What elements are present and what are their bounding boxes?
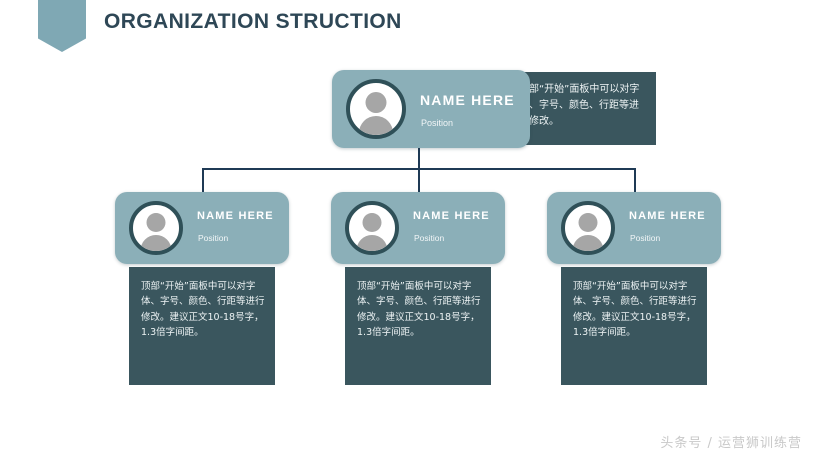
child-1-position-label: Position bbox=[198, 233, 229, 243]
child-3-name-label: NAME HERE bbox=[629, 210, 706, 222]
person-avatar-icon bbox=[561, 201, 615, 255]
child-2-description-text: 顶部“开始”面板中可以对字体、字号、颜色、行距等进行修改。建议正文10-18号字… bbox=[357, 281, 481, 339]
avatar-head-shape bbox=[365, 92, 387, 113]
connector-root-vertical bbox=[418, 145, 420, 169]
avatar-head-shape bbox=[578, 213, 598, 232]
connector-child-3-vertical bbox=[634, 168, 636, 193]
footer-watermark: 头条号 / 运营狮训练营 bbox=[660, 436, 802, 451]
child-3-description-text: 顶部“开始”面板中可以对字体、字号、颜色、行距等进行修改。建议正文10-18号字… bbox=[573, 281, 697, 339]
avatar-body-shape bbox=[140, 235, 172, 251]
person-avatar-icon bbox=[129, 201, 183, 255]
connector-child-2-vertical bbox=[418, 168, 420, 193]
root-position-label: Position bbox=[421, 118, 454, 128]
person-avatar-icon bbox=[346, 79, 406, 139]
child-1-description-text: 顶部“开始”面板中可以对字体、字号、颜色、行距等进行修改。建议正文10-18号字… bbox=[141, 281, 265, 339]
avatar-head-shape bbox=[146, 213, 166, 232]
avatar-head-shape bbox=[362, 213, 382, 232]
page-title: ORGANIZATION STRUCTION bbox=[104, 10, 402, 33]
avatar-body-shape bbox=[572, 235, 604, 251]
person-avatar-icon bbox=[345, 201, 399, 255]
root-description-panel: 顶部“开始”面板中可以对字体、字号、颜色、行距等进行修改。 bbox=[505, 72, 656, 145]
child-2-name-label: NAME HERE bbox=[413, 210, 490, 222]
child-3-position-label: Position bbox=[630, 233, 661, 243]
avatar-body-shape bbox=[356, 235, 388, 251]
org-node-child-1[interactable]: NAME HERE Position bbox=[115, 192, 289, 264]
root-name-label: NAME HERE bbox=[420, 92, 515, 108]
title-banner-shape bbox=[38, 0, 86, 52]
connector-child-1-vertical bbox=[202, 168, 204, 193]
avatar-body-shape bbox=[359, 116, 393, 135]
child-2-position-label: Position bbox=[414, 233, 445, 243]
root-description-text: 顶部“开始”面板中可以对字体、字号、颜色、行距等进行修改。 bbox=[519, 84, 640, 128]
org-node-child-2[interactable]: NAME HERE Position bbox=[331, 192, 505, 264]
org-node-root[interactable]: NAME HERE Position bbox=[332, 70, 530, 148]
child-1-name-label: NAME HERE bbox=[197, 210, 274, 222]
child-3-description-panel: 顶部“开始”面板中可以对字体、字号、颜色、行距等进行修改。建议正文10-18号字… bbox=[561, 267, 707, 385]
child-2-description-panel: 顶部“开始”面板中可以对字体、字号、颜色、行距等进行修改。建议正文10-18号字… bbox=[345, 267, 491, 385]
org-node-child-3[interactable]: NAME HERE Position bbox=[547, 192, 721, 264]
child-1-description-panel: 顶部“开始”面板中可以对字体、字号、颜色、行距等进行修改。建议正文10-18号字… bbox=[129, 267, 275, 385]
